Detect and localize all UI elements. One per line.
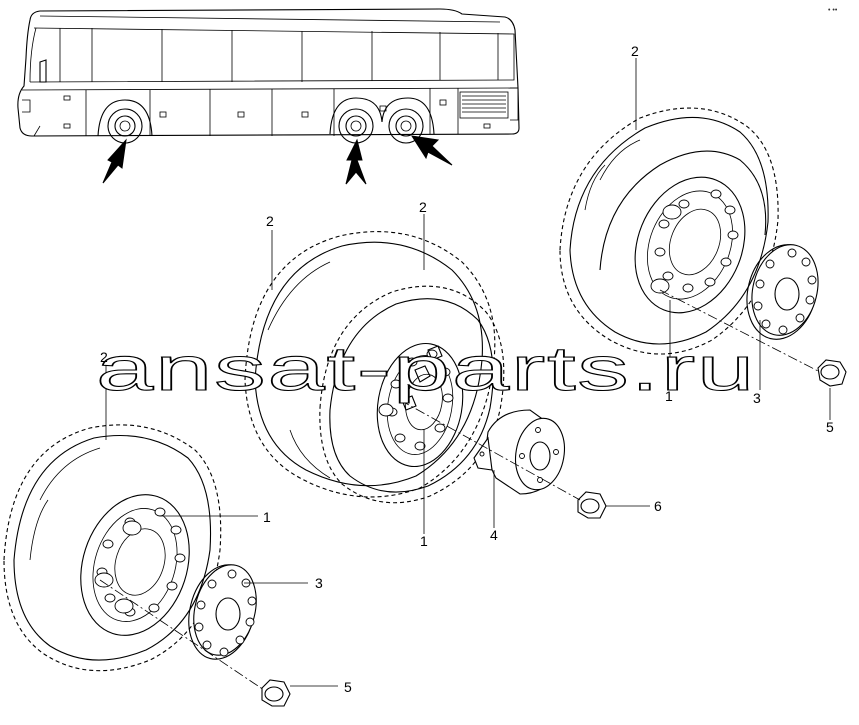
callout-top-rim: 1 bbox=[665, 388, 673, 404]
arrow-rear-wheel bbox=[410, 135, 453, 166]
watermark-text: ansat-parts.ru bbox=[96, 335, 756, 404]
callout-middle-tire-outer: 2 bbox=[266, 213, 274, 229]
callout-left-cover: 3 bbox=[315, 575, 323, 591]
callout-top-cover: 3 bbox=[753, 390, 761, 406]
bus-side-view bbox=[17, 8, 520, 185]
callout-left-tire: 2 bbox=[100, 349, 108, 365]
corner-mark: • •• bbox=[828, 7, 838, 14]
callout-top-nut: 5 bbox=[826, 419, 834, 435]
arrow-middle-wheel bbox=[345, 138, 367, 185]
callout-middle-tire-inner: 2 bbox=[419, 199, 427, 215]
callout-middle-spacer: 4 bbox=[490, 527, 498, 543]
callout-middle-rim: 1 bbox=[420, 533, 428, 549]
callout-top-tire: 2 bbox=[631, 43, 639, 59]
callout-left-rim: 1 bbox=[263, 509, 271, 525]
arrow-front-wheel bbox=[102, 138, 127, 184]
top-right-wheel bbox=[559, 58, 847, 420]
callout-middle-nut: 6 bbox=[654, 498, 662, 514]
lower-left-wheel bbox=[3, 364, 338, 707]
middle-dual-wheel bbox=[244, 214, 650, 534]
callout-left-nut: 5 bbox=[344, 679, 352, 695]
